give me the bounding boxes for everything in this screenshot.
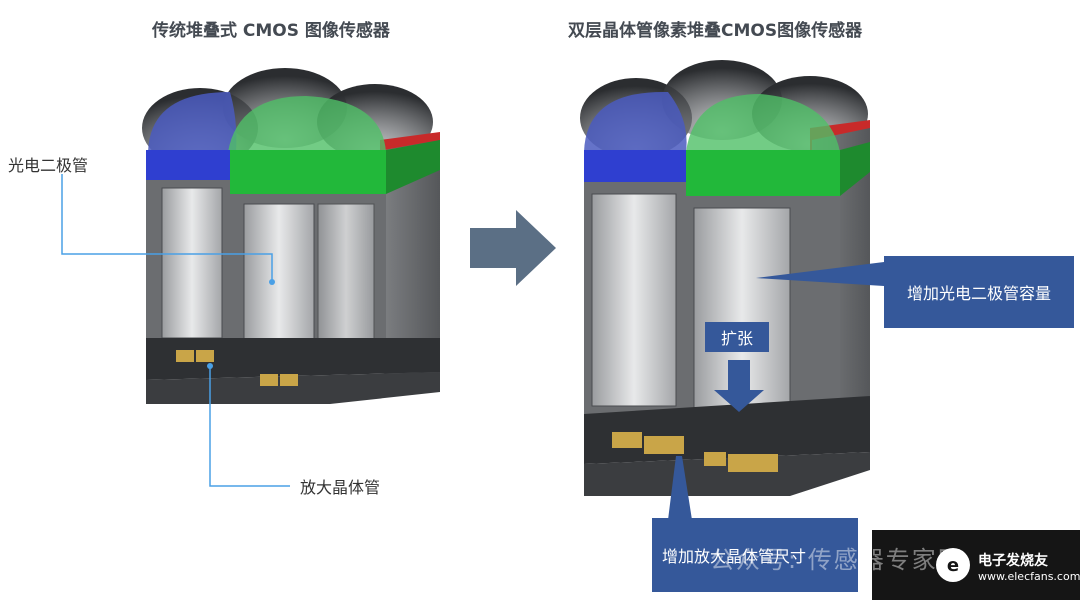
watermark-site-url: www.elecfans.com xyxy=(978,570,1080,583)
amp-transistor-r2 xyxy=(644,436,684,454)
traditional-sensor-illustration xyxy=(62,68,440,486)
photodiode-right xyxy=(244,204,314,354)
elecfans-logo-icon: e xyxy=(936,548,970,582)
capacity-callout: 增加光电二极管容量 xyxy=(884,256,1074,328)
wechat-watermark: 公众号: 传感器专家网 xyxy=(710,540,964,575)
blue-filter-r xyxy=(584,150,686,182)
photodiode-left-r xyxy=(592,194,676,406)
amp-transistor-3 xyxy=(260,374,278,386)
photodiode-right-b xyxy=(318,204,374,354)
amp-transistor-2 xyxy=(196,350,214,362)
expand-callout: 扩张 xyxy=(705,322,769,352)
amp-transistor-r4 xyxy=(728,454,778,472)
amplifier-transistor-label: 放大晶体管 xyxy=(300,474,380,498)
green-filter xyxy=(230,150,386,194)
amp-transistor-r1 xyxy=(612,432,642,448)
amp-transistor-1 xyxy=(176,350,194,362)
stacked-sensor-illustration xyxy=(580,60,884,520)
green-filter-r xyxy=(686,150,840,196)
watermark-site-name: 电子发烧友 xyxy=(978,550,1048,570)
blue-filter xyxy=(146,150,230,180)
amp-transistor-r3 xyxy=(704,452,726,466)
amp-transistor-4 xyxy=(280,374,298,386)
transition-arrow xyxy=(470,210,556,286)
photodiode-label: 光电二极管 xyxy=(8,152,88,176)
photodiode-left xyxy=(162,188,222,338)
